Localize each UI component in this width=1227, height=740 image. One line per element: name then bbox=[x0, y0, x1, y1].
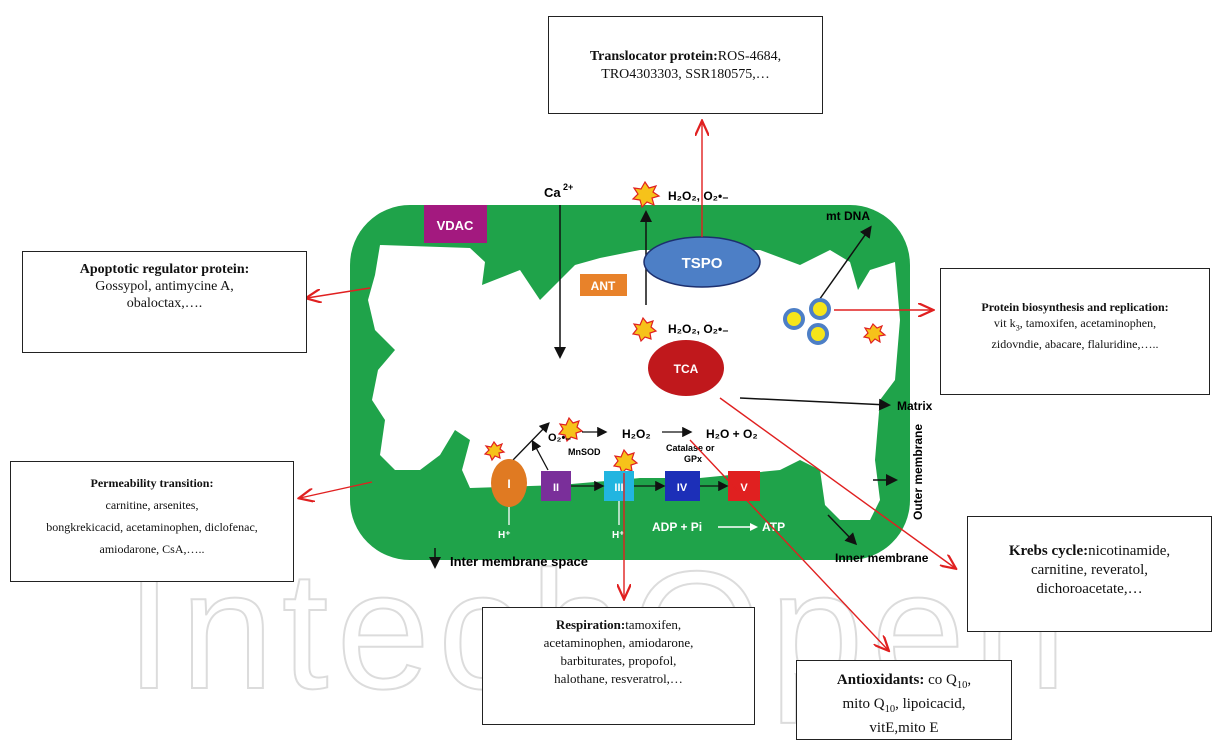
translocator-text-2: TRO4303303, SSR180575,… bbox=[601, 67, 770, 82]
krebs-title: Krebs cycle: bbox=[1008, 543, 1089, 559]
protein-title: Protein biosynthesis and replication: bbox=[981, 300, 1169, 314]
calcium-charge: 2+ bbox=[563, 182, 573, 192]
adp-label: ADP + Pi bbox=[652, 520, 702, 534]
ros-burst-icon bbox=[631, 180, 661, 209]
matrix-label: Matrix bbox=[897, 399, 933, 413]
complex-v-label: V bbox=[740, 482, 748, 494]
krebs-line-2: carnitine, reveratol, bbox=[1030, 562, 1149, 578]
ros-label-top: H₂O₂, O₂•₋ bbox=[668, 189, 729, 203]
apoptotic-title: Apoptotic regulator protein: bbox=[79, 262, 250, 277]
complex-i-shape bbox=[491, 459, 527, 507]
arrow-to-permeability bbox=[300, 481, 373, 498]
apoptotic-line-2: obaloctax,…. bbox=[126, 296, 203, 311]
protein-box: Protein biosynthesis and replication: vi… bbox=[940, 268, 1210, 395]
ant-rect bbox=[580, 274, 627, 296]
arrow-to-antioxidants bbox=[689, 439, 888, 650]
krebs-box: Krebs cycle:nicotinamide, carnitine, rev… bbox=[967, 516, 1212, 632]
antioxidants-line-2b: , lipoicacid, bbox=[895, 696, 966, 712]
proton-label: H⁺ bbox=[498, 530, 511, 541]
vdac-rect bbox=[424, 205, 487, 243]
ims-label: Inter membrane space bbox=[450, 554, 588, 569]
mtdna-arrow bbox=[811, 225, 872, 311]
protein-line-1b: , tamoxifen, acetaminophen, bbox=[1019, 316, 1157, 330]
translocator-title: Translocator protein: bbox=[589, 49, 718, 64]
atp-arrowhead bbox=[750, 523, 758, 531]
respiration-line-4: halothane, resveratrol,… bbox=[554, 671, 683, 686]
protein-line-1sub: 3 bbox=[1015, 323, 1020, 333]
permeability-title: Permeability transition: bbox=[90, 476, 214, 490]
protein-line-1a: vit k bbox=[993, 316, 1016, 330]
ros-burst-icon bbox=[612, 448, 639, 475]
ros-burst-icon bbox=[631, 316, 658, 343]
translocator-text: ROS-4684, bbox=[717, 49, 782, 64]
water-oxygen-label: H₂O + O₂ bbox=[706, 427, 758, 441]
complex-iii-shape bbox=[604, 471, 634, 501]
atp-label: ATP bbox=[762, 520, 785, 534]
complex-i-arrow bbox=[512, 422, 550, 461]
respiration-title: Respiration: bbox=[555, 617, 626, 632]
complex-ii-label: II bbox=[553, 482, 559, 494]
outer-membrane-label: Outer membrane bbox=[911, 424, 925, 520]
tca-circle bbox=[648, 340, 724, 396]
antioxidants-text-a: co Q bbox=[924, 672, 957, 688]
krebs-line-3: dichoroacetate,… bbox=[1036, 581, 1143, 597]
complex-iv-shape bbox=[665, 471, 700, 501]
complex-iii-label: III bbox=[614, 482, 623, 494]
permeability-line-3: amiodarone, CsA,….. bbox=[99, 542, 205, 556]
inner-membrane-label: Inner membrane bbox=[835, 551, 929, 565]
antioxidants-line-2sub: 10 bbox=[884, 704, 896, 715]
mtdna-circles-icon bbox=[783, 298, 831, 345]
inner-membrane-arrow bbox=[827, 514, 858, 546]
antioxidants-box: Antioxidants: co Q10, mito Q10, lipoicac… bbox=[796, 660, 1012, 740]
ros-burst-icon bbox=[862, 323, 887, 345]
respiration-text: tamoxifen, bbox=[625, 617, 682, 632]
complex-iv-label: IV bbox=[677, 482, 688, 494]
respiration-box: Respiration:tamoxifen, acetaminophen, am… bbox=[482, 607, 755, 725]
tspo-label: TSPO bbox=[682, 255, 723, 272]
proton-label: H⁺ bbox=[612, 530, 625, 541]
mnsod-label: MnSOD bbox=[568, 447, 601, 457]
tca-label: TCA bbox=[674, 362, 699, 376]
antioxidants-text-b: , bbox=[967, 672, 972, 688]
antioxidants-line-3: vitE,mito E bbox=[869, 720, 939, 736]
calcium-label: Ca bbox=[544, 185, 561, 200]
permeability-line-2: bongkrekicacid, acetaminophen, diclofena… bbox=[46, 520, 258, 534]
antioxidants-title: Antioxidants: bbox=[836, 672, 925, 688]
apoptotic-box: Apoptotic regulator protein: Gossypol, a… bbox=[22, 251, 307, 353]
permeability-line-1: carnitine, arsenites, bbox=[105, 498, 199, 512]
h2o2-label: H₂O₂ bbox=[622, 427, 651, 441]
protein-line-2: zidovndie, abacare, flaluridine,….. bbox=[991, 337, 1159, 352]
ros-burst-icon bbox=[557, 416, 584, 443]
ant-label: ANT bbox=[591, 279, 616, 293]
translocator-box: Translocator protein:ROS-4684, TRO430330… bbox=[548, 16, 823, 114]
vdac-label: VDAC bbox=[437, 218, 474, 233]
respiration-line-2: acetaminophen, amiodarone, bbox=[543, 635, 694, 650]
apoptotic-line-1: Gossypol, antimycine A, bbox=[95, 279, 234, 294]
complex-i-label: I bbox=[507, 477, 510, 491]
permeability-box: Permeability transition: carnitine, arse… bbox=[10, 461, 294, 582]
matrix-arrow bbox=[739, 397, 891, 411]
complex-ii-arrow bbox=[531, 439, 549, 471]
gpx-label: GPx bbox=[684, 454, 702, 464]
ros-burst-icon bbox=[483, 440, 506, 462]
superoxide-label: O₂•₋ bbox=[548, 432, 571, 444]
arrow-to-krebs bbox=[719, 397, 955, 568]
respiration-line-3: barbiturates, propofol, bbox=[560, 653, 677, 668]
krebs-text: nicotinamide, bbox=[1088, 543, 1171, 559]
mtdna-label: mt DNA bbox=[826, 209, 870, 223]
ros-label-mid: H₂O₂, O₂•₋ bbox=[668, 322, 729, 336]
antioxidants-text-sub: 10 bbox=[956, 680, 968, 691]
complex-ii-shape bbox=[541, 471, 571, 501]
antioxidants-line-2a: mito Q bbox=[842, 696, 885, 712]
catalase-label: Catalase or bbox=[666, 443, 715, 453]
arrow-to-apoptotic bbox=[307, 287, 371, 298]
